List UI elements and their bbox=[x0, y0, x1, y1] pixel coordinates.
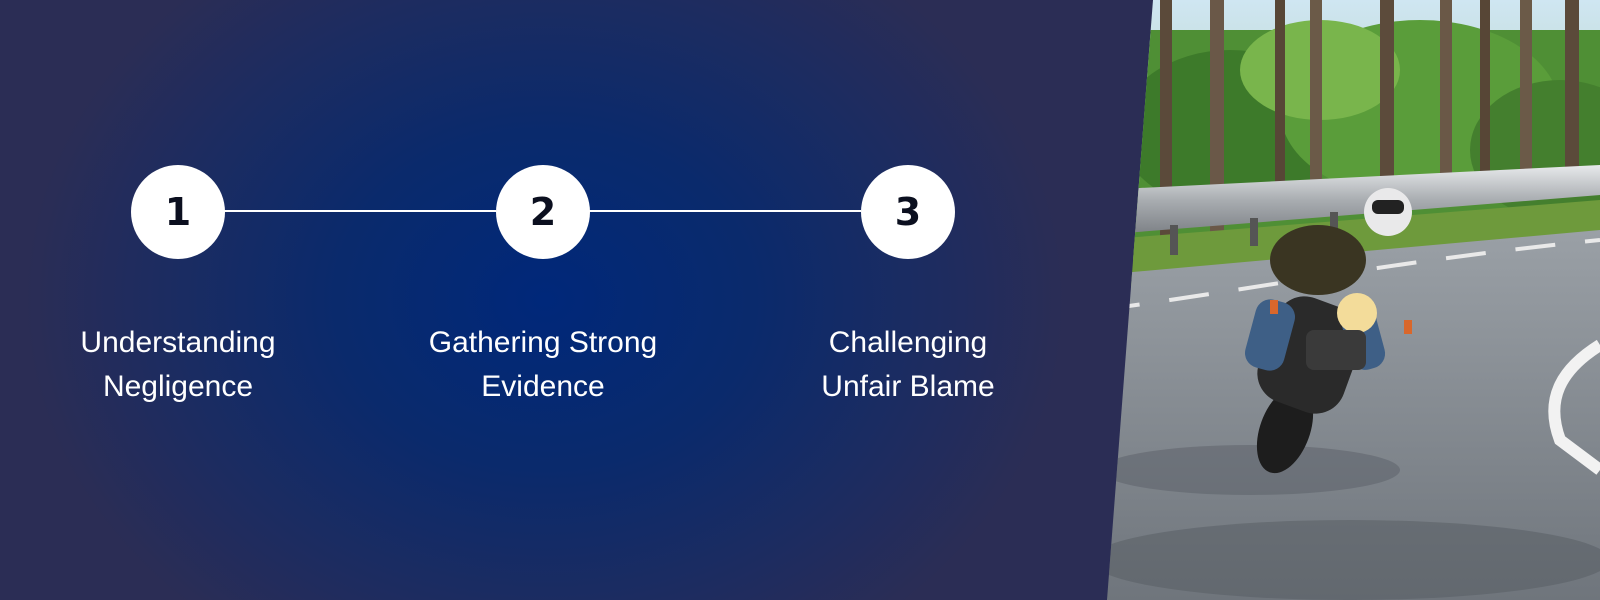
step-label: Gathering Strong Evidence bbox=[393, 321, 693, 409]
step-label-line: Evidence bbox=[481, 370, 605, 403]
step-label: Understanding Negligence bbox=[28, 321, 328, 409]
step-label: Challenging Unfair Blame bbox=[758, 321, 1058, 409]
step-number-badge: 2 bbox=[496, 165, 590, 259]
step-label-line: Challenging bbox=[828, 326, 988, 359]
step-label-line: Negligence bbox=[102, 370, 254, 403]
step-label-line: Understanding bbox=[80, 326, 276, 359]
step-connector bbox=[224, 210, 496, 212]
step-label-line: Unfair Blame bbox=[821, 370, 995, 403]
step-number-badge: 1 bbox=[131, 165, 225, 259]
step-connector bbox=[589, 210, 861, 212]
step-number-badge: 3 bbox=[861, 165, 955, 259]
process-steps: 1 2 3 Understanding Negligence Gathering… bbox=[28, 165, 1058, 409]
step-label-line: Gathering Strong bbox=[428, 326, 658, 359]
